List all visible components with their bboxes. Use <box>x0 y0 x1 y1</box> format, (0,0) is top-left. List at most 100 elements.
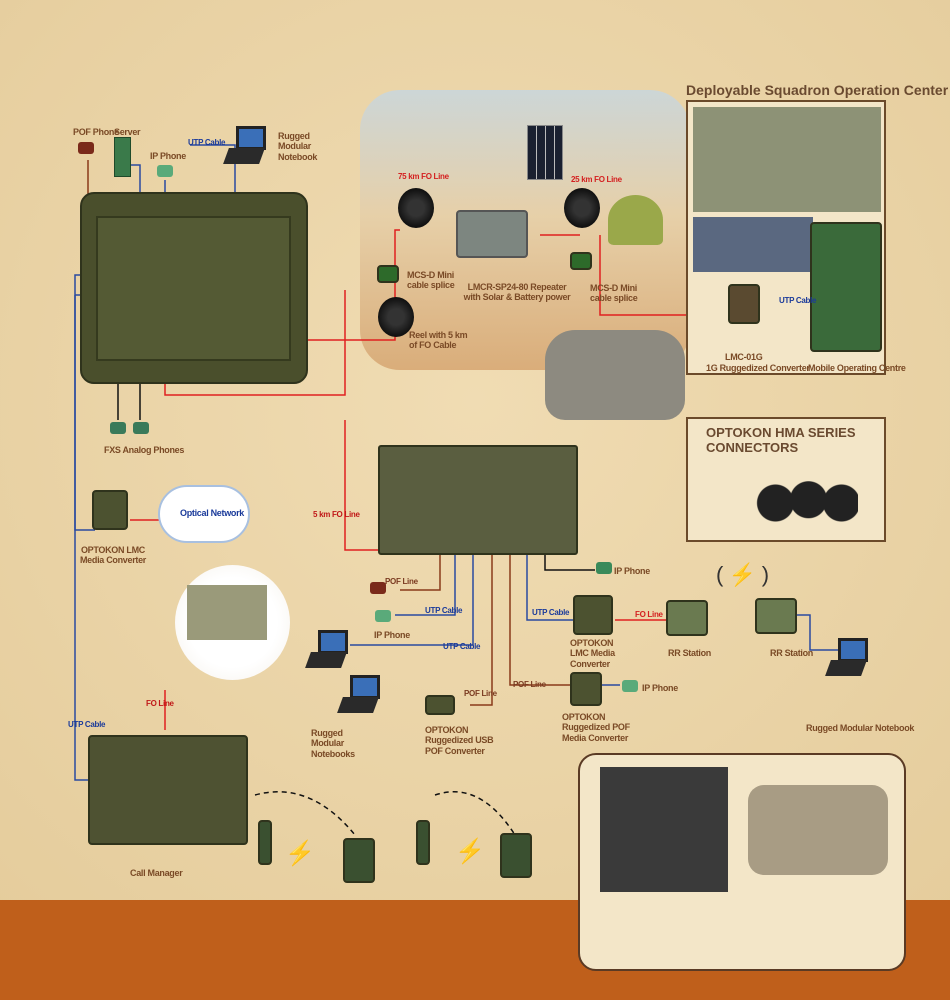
utp-label: UTP Cable <box>532 608 570 617</box>
fxs-label: FXS Analog Phones <box>104 445 185 455</box>
switch-front-panel <box>96 216 291 361</box>
call-manager-label: Call Manager <box>130 868 183 878</box>
notebook-label: Rugged Modular Notebook <box>278 131 318 162</box>
lmc-label: OPTOKON LMC Media Converter <box>570 638 615 669</box>
call-fo-label: FO Line <box>146 699 174 708</box>
hma-title: OPTOKON HMA SERIES CONNECTORS <box>706 425 856 455</box>
lmc01g-desc: 1G Ruggedized Converter <box>706 363 810 373</box>
repeater-device <box>456 210 528 258</box>
radio-station-icon <box>500 833 532 878</box>
ip-phone-label: IP Phone <box>374 630 410 640</box>
solar-panel-icon <box>527 125 563 180</box>
pof-line-label: POF Line <box>513 680 546 689</box>
pof-line <box>509 555 570 686</box>
notebook-label: Rugged Modular Notebook <box>806 723 915 733</box>
radio-station-icon <box>343 838 375 883</box>
pof-line-label: POF Line <box>385 577 418 586</box>
notebook-icon <box>305 630 350 670</box>
ip-phone-label: IP Phone <box>642 683 678 693</box>
utp-label: UTP Cable <box>425 606 463 615</box>
field-tent-shape <box>187 585 267 640</box>
fxs-phone-icon <box>133 422 149 434</box>
operator-photo <box>600 767 728 892</box>
pof-line <box>470 555 493 706</box>
fiber-reel-icon <box>398 188 434 228</box>
wireless-link-icon: ⚡ <box>455 838 485 865</box>
lmc-converter-label: OPTOKON LMC Media Converter <box>79 545 147 566</box>
hma-connectors-image <box>748 464 858 529</box>
splice2-label: MCS-D Mini cable splice <box>590 283 638 304</box>
server-label: Server <box>114 127 141 137</box>
notebook-icon <box>223 126 268 166</box>
field-tent-image <box>175 565 290 680</box>
fo75-label: 75 km FO Line <box>398 172 449 181</box>
reel-label: Reel with 5 km of FO Cable <box>409 330 468 351</box>
radio-link-arrow <box>254 791 516 836</box>
mobile-operating-centre <box>810 222 882 352</box>
optical-network-label: Optical Network <box>180 508 245 518</box>
splice-icon <box>377 265 399 283</box>
fo-line-label: FO Line <box>635 610 663 619</box>
fxs-phone-icon <box>110 422 126 434</box>
utp-line <box>395 555 456 616</box>
usb-pof-converter <box>425 695 455 715</box>
wireless-link-icon: ( ⚡ ) <box>716 562 769 587</box>
notebook-icon <box>337 675 382 715</box>
splice-icon <box>570 252 592 270</box>
utp-line <box>526 555 575 621</box>
ip-phone-icon <box>622 680 638 692</box>
radio-handset-icon <box>258 820 272 865</box>
squadron-utp-label: UTP Cable <box>779 296 817 305</box>
utp-line <box>350 555 474 646</box>
splice1-label: MCS-D Mini cable splice <box>407 270 455 291</box>
pof-phone-label: POF Phone <box>73 127 119 137</box>
tent-photo <box>693 107 881 212</box>
notebook-icon <box>825 638 870 678</box>
fo5-label: 5 km FO Line <box>313 510 360 519</box>
optical-network-cloud <box>158 485 250 543</box>
rr2-label: RR Station <box>770 648 813 658</box>
ip-phone-icon <box>596 562 612 574</box>
pof-line <box>400 555 441 591</box>
fo-line <box>344 420 390 551</box>
squadron-title: Deployable Squadron Operation Center <box>686 82 949 98</box>
tent-icon <box>608 195 663 245</box>
interior-photo <box>693 217 813 272</box>
ip-phone-icon <box>157 165 173 177</box>
rr-station-device <box>666 600 708 636</box>
utp-cable-label: UTP Cable <box>188 138 226 147</box>
ip-phone-label: IP Phone <box>150 151 186 161</box>
radio-handset-icon <box>416 820 430 865</box>
pof-phone-icon <box>370 582 386 594</box>
repeater-label: LMCR-SP24-80 Repeater with Solar & Batte… <box>463 282 571 303</box>
ip-phone-icon <box>375 610 391 622</box>
fiber-reel-icon <box>564 188 600 228</box>
ruggedized-fiber-switch <box>80 192 308 384</box>
wireless-link-icon: ⚡ <box>285 840 315 867</box>
rr1-label: RR Station <box>668 648 711 658</box>
utp-line <box>790 614 840 651</box>
lmc01g-label: LMC-01G <box>725 352 763 362</box>
fo25-label: 25 km FO Line <box>571 175 622 184</box>
pof-media-converter <box>570 672 602 706</box>
tank-image <box>545 330 685 420</box>
fiber-reel-icon <box>378 297 414 337</box>
pof-line-label: POF Line <box>464 689 497 698</box>
utp-label: UTP Cable <box>443 642 481 651</box>
notebooks-label: Rugged Modular Notebooks <box>311 728 355 759</box>
phone-line <box>544 555 595 571</box>
usb-converter-label: OPTOKON Ruggedized USB POF Converter <box>425 725 494 756</box>
armored-vehicle-image <box>748 785 888 875</box>
lmc-converter-device <box>92 490 128 530</box>
rr-station-device <box>755 598 797 634</box>
central-switch-device <box>378 445 578 555</box>
command-vehicle-panel <box>578 753 906 971</box>
pof-mc-label: OPTOKON Ruggedized POF Media Converter <box>562 712 630 743</box>
moc-label: Mobile Operating Centre <box>808 363 906 373</box>
hma-panel: OPTOKON HMA SERIES CONNECTORS <box>686 417 886 542</box>
call-manager-device <box>88 735 248 845</box>
lmc01g-device <box>728 284 760 324</box>
squadron-panel <box>686 100 886 375</box>
lmc-media-converter <box>573 595 613 635</box>
pof-phone-icon <box>78 142 94 154</box>
